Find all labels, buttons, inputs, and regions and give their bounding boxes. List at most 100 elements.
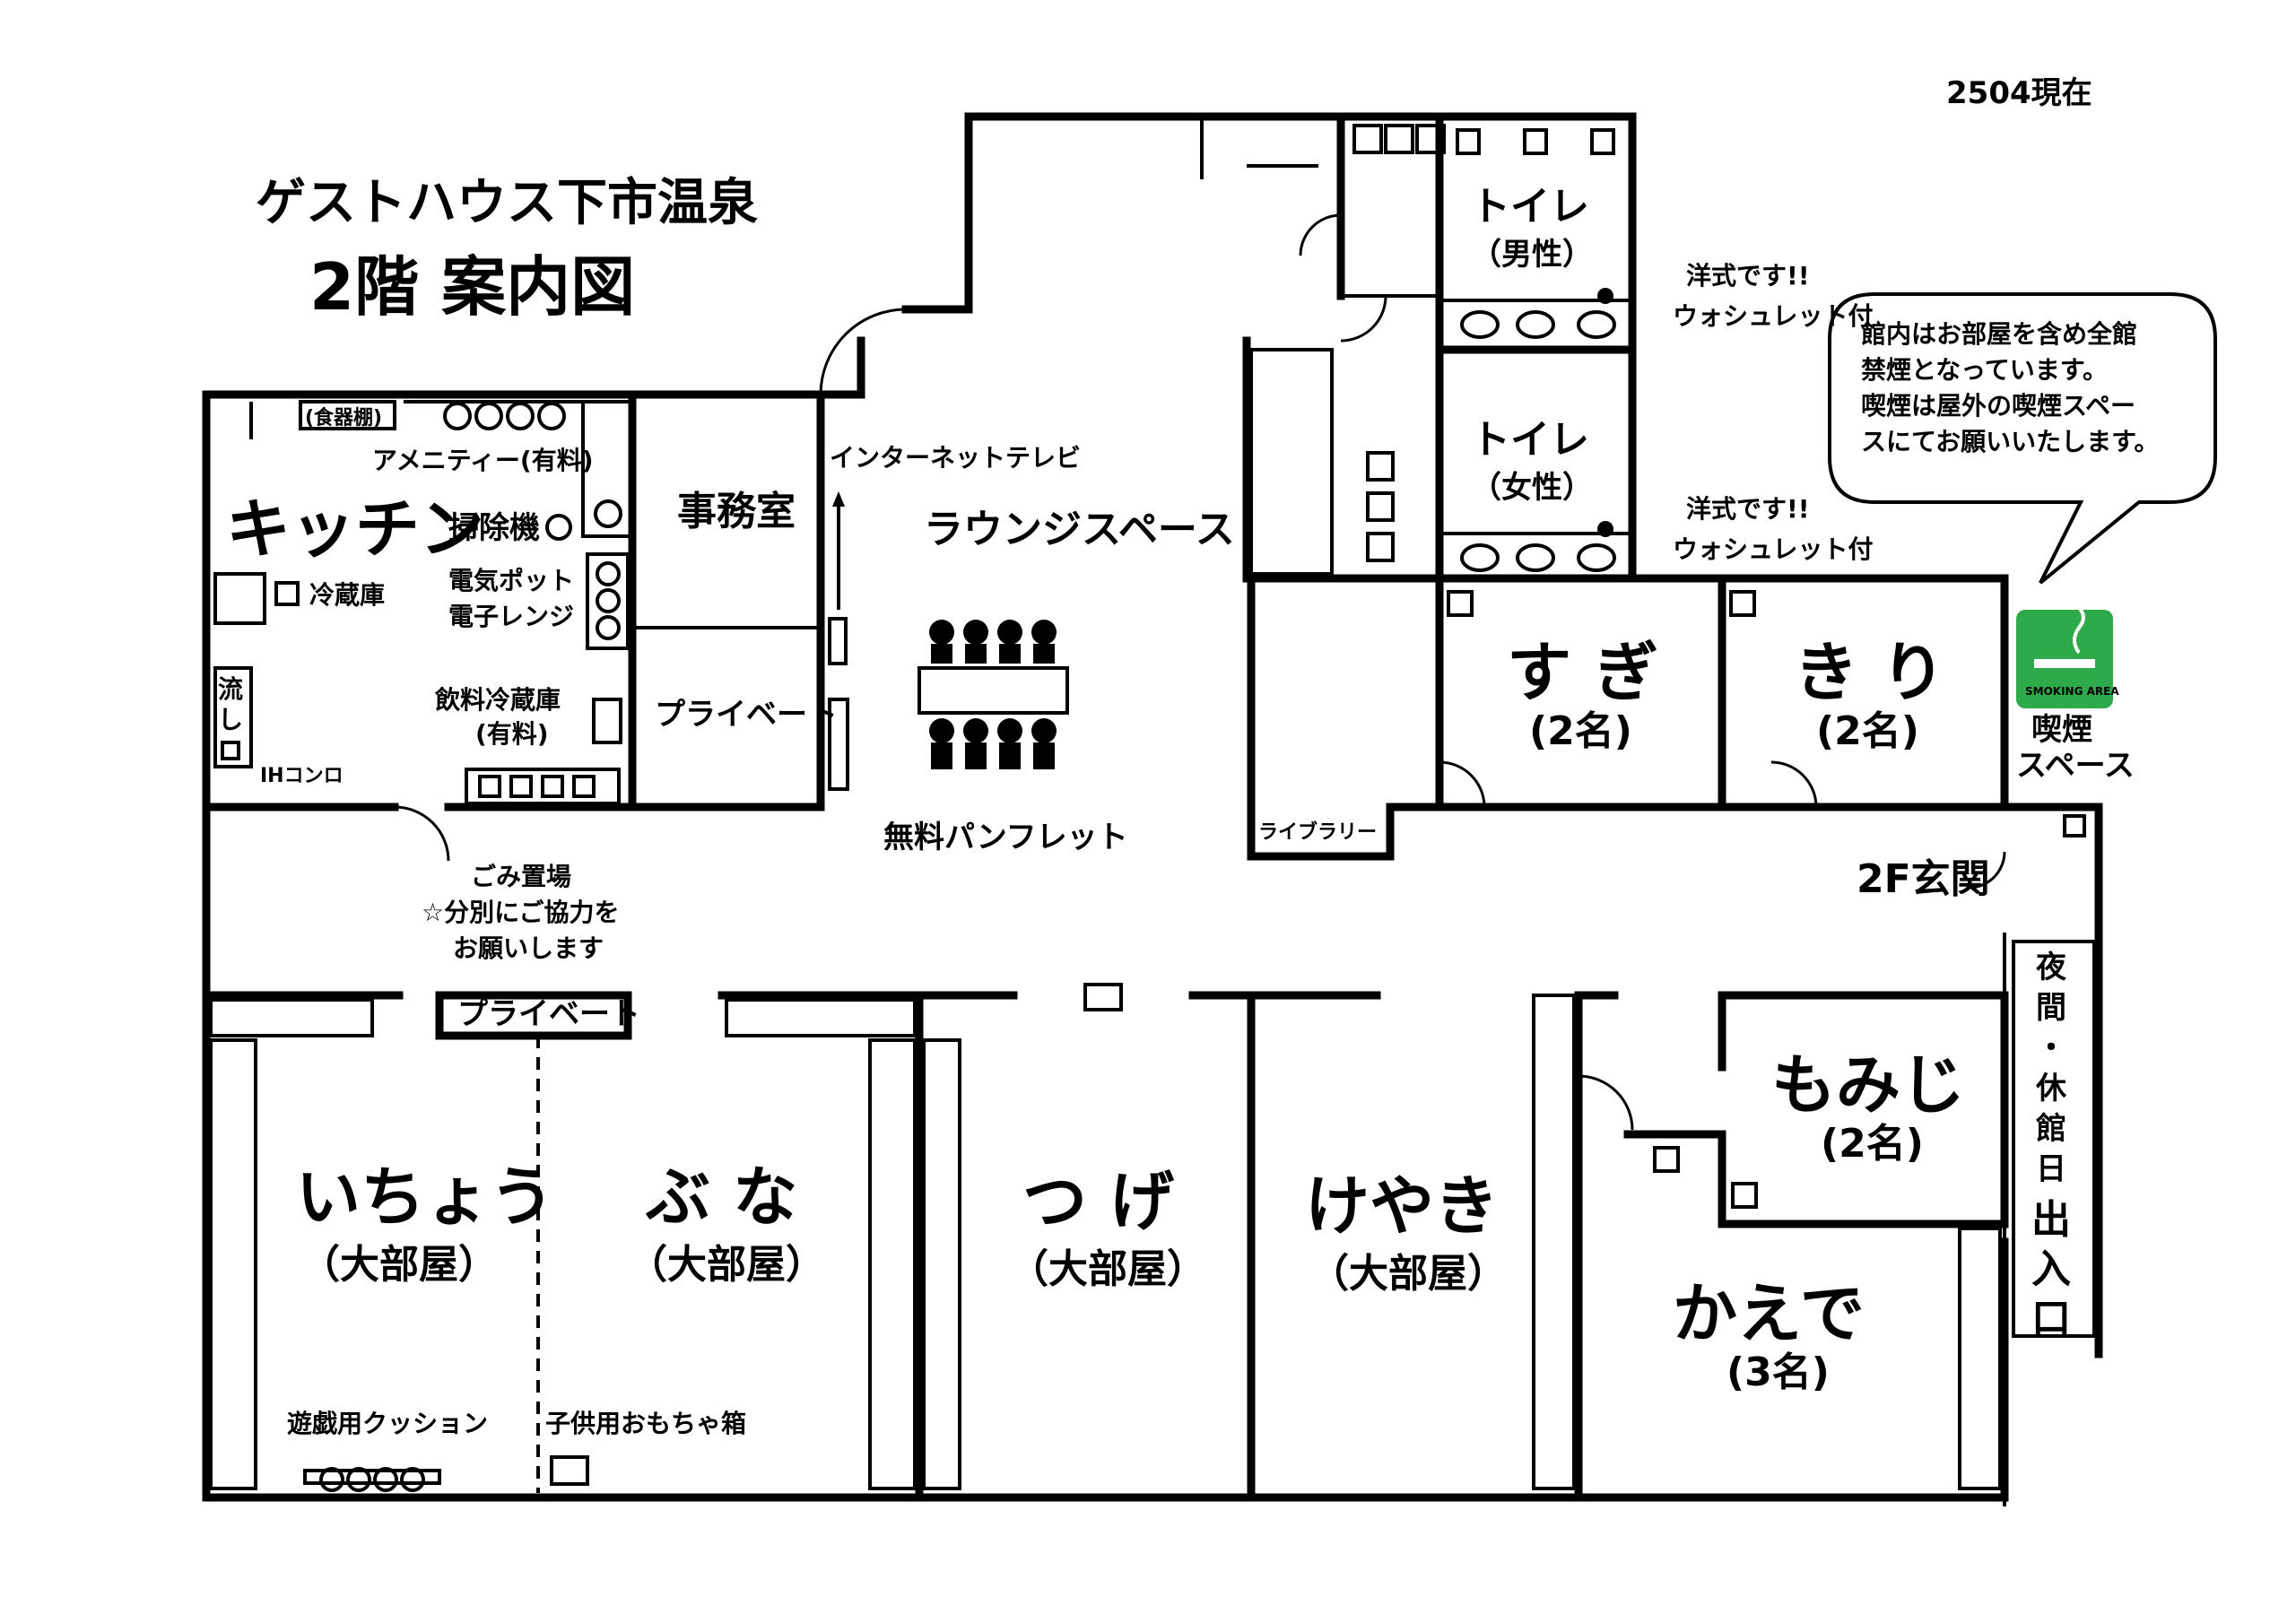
notice-line-1: 館内はお部屋を含め全館	[1861, 319, 2137, 349]
room-private-lower: プライベート	[457, 996, 640, 1032]
sink-icon	[1366, 491, 1395, 522]
notice-line-2: 禁煙となっています。	[1861, 355, 2108, 385]
icho-closet	[209, 998, 374, 1037]
private-strip	[435, 991, 632, 1040]
toilet-fixture-icon	[1447, 590, 1474, 617]
label-pamphlet: 無料パンフレット	[883, 820, 1128, 855]
room-tsuge-capacity: （大部屋）	[1009, 1246, 1206, 1292]
label-garbage-1: ごみ置場	[471, 862, 571, 891]
room-momiji-capacity: (2名)	[1821, 1121, 1924, 1167]
cleaner-icon	[594, 499, 622, 528]
label-washlet-m: ウォシュレット付	[1673, 301, 1873, 331]
toilet-bowl-icon	[1516, 543, 1555, 572]
notice-line-3: 喫煙は屋外の喫煙スペー	[1861, 391, 2135, 421]
room-sugi-capacity: (2名)	[1529, 708, 1632, 754]
fridge-icon	[274, 581, 300, 606]
room-icho: いちょう	[296, 1159, 554, 1235]
tsuge-wall-shelf	[922, 1038, 961, 1490]
sink-icon	[1366, 532, 1395, 562]
room-keyaki-capacity: （大部屋）	[1309, 1251, 1507, 1297]
label-ih-stove: IHコンロ	[260, 765, 344, 787]
label-washlet-f: ウォシュレット付	[1673, 534, 1873, 564]
drink-slot	[572, 775, 596, 798]
label-internet-tv: インターネットテレビ	[830, 443, 1081, 473]
urinal-icon	[1577, 310, 1616, 339]
label-night-5: 館	[2036, 1111, 2066, 1147]
label-western-toilet-m: 洋式です!!	[1686, 261, 1810, 291]
keyaki-wall-shelf	[1532, 994, 1576, 1490]
room-tsuge: つ げ	[1022, 1164, 1174, 1239]
label-garbage-2: ☆分別にご協力を	[422, 898, 620, 927]
kitchen-counter	[213, 572, 266, 625]
label-amenity: アメニティー(有料)	[372, 446, 594, 475]
label-garbage-3: お願いします	[453, 933, 604, 963]
staircase	[1256, 583, 1435, 803]
drink-slot	[478, 775, 501, 798]
buna-wall-shelf	[868, 1038, 917, 1490]
label-night-6: 日	[2036, 1151, 2066, 1187]
amenity-icon	[506, 402, 535, 430]
icho-wall-shelf	[209, 1038, 257, 1490]
room-toilet-male: トイレ	[1471, 184, 1589, 230]
label-cushion: 遊戯用クッション	[287, 1409, 488, 1438]
label-sink-2: し	[218, 705, 243, 734]
toilet-fixture-icon	[1456, 128, 1481, 155]
room-lounge: ラウンジスペース	[924, 507, 1235, 552]
map-title: ゲストハウス下市温泉	[256, 174, 758, 232]
kettle-icon	[596, 561, 621, 586]
label-exit-2: 入	[2031, 1246, 2071, 1292]
door-toilet-m	[1299, 213, 1342, 256]
lounge-chairs-top	[929, 620, 1057, 664]
stair-block	[1249, 348, 1334, 576]
sink-icon	[1352, 124, 1383, 154]
toilet-fixture-icon	[1590, 128, 1615, 155]
label-exit-3: 口	[2031, 1296, 2071, 1341]
toilet-marker-dot	[1597, 288, 1613, 304]
cushion-icon	[400, 1467, 425, 1492]
toilet-fixture-icon	[1731, 1182, 1758, 1209]
label-exit-1: 出	[2031, 1197, 2071, 1243]
label-night-3: ・	[2036, 1030, 2066, 1066]
label-smoking: 喫煙	[2031, 712, 2092, 748]
toilet-fixture-icon	[1653, 1146, 1680, 1173]
label-cleaner: 掃除機	[448, 510, 540, 546]
door-toilet-corridor	[1340, 295, 1387, 343]
toilet-marker-dot	[1597, 521, 1613, 537]
notice-bubble	[1828, 292, 2217, 585]
exit-stair-block	[2012, 940, 2096, 1338]
drink-shelf	[465, 768, 621, 805]
amenity-icon	[443, 402, 472, 430]
wall-lounge-corner	[816, 336, 865, 399]
room-toilet-female: トイレ	[1471, 417, 1589, 463]
toilet-fixture-icon	[1523, 128, 1548, 155]
wall-east-corridor	[2000, 803, 2103, 1358]
smoke-icon	[2073, 606, 2085, 655]
date-code: 2504現在	[1946, 75, 2092, 111]
arrow-up-icon	[832, 491, 845, 507]
cushion-icon	[346, 1467, 371, 1492]
smoking-area-badge-text: SMOKING AREA	[2025, 685, 2119, 698]
urinal-icon	[1516, 310, 1555, 339]
sink-icon	[1366, 451, 1395, 482]
room-office: 事務室	[677, 489, 796, 534]
room-toilet-female-sub: （女性）	[1471, 470, 1593, 506]
notice-line-4: スにてお願いいたします。	[1861, 427, 2159, 456]
label-sink-1: 流	[218, 674, 243, 704]
label-fridge: 冷蔵庫	[309, 580, 385, 610]
drink-slot	[541, 775, 564, 798]
microwave-icon	[596, 588, 621, 613]
label-western-toilet-f: 洋式です!!	[1686, 494, 1810, 524]
cleaner-circle-icon	[545, 514, 572, 541]
room-kiri: き り	[1794, 635, 1945, 710]
kaede-wall-shelf	[1958, 1227, 2002, 1490]
door-kiri	[1770, 760, 1818, 808]
room-kiri-capacity: (2名)	[1816, 708, 1919, 754]
lounge-table	[918, 666, 1069, 715]
room-private-upper: プライベート	[655, 697, 838, 733]
room-kitchen: キッチン	[226, 491, 484, 567]
label-toybox: 子供用おもちゃ箱	[545, 1409, 746, 1438]
room-icho-capacity: （大部屋）	[300, 1242, 498, 1288]
wall-lower-outer	[202, 803, 2009, 1502]
room-kaede: かえで	[1673, 1276, 1865, 1351]
room-toilet-male-sub: （男性）	[1471, 237, 1593, 273]
